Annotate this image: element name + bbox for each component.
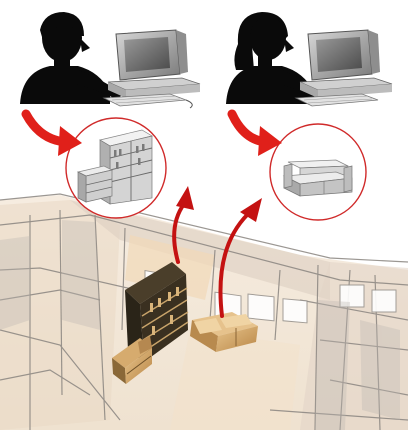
- arrow-bookshelf-placement: [172, 186, 194, 264]
- computer-1-icon: [102, 29, 201, 109]
- room-window-6: [371, 289, 397, 313]
- room-window-2: [247, 293, 275, 322]
- room-glass-1: [0, 236, 30, 330]
- arrow-sofa-placement: [218, 198, 262, 318]
- computer-2-icon: [294, 29, 393, 107]
- room-glass-4: [360, 320, 400, 420]
- selection-circle-sofa: [269, 123, 367, 221]
- selection-circle-bookshelf: [65, 117, 167, 219]
- bookshelf-cabinet-icon: [76, 129, 153, 205]
- room-frame-right-c: [329, 379, 408, 396]
- room-glass-2: [62, 220, 100, 330]
- room-window-5: [339, 284, 365, 308]
- arrow-user1-to-bookshelf: [21, 109, 82, 156]
- room-post-5: [209, 249, 216, 321]
- room-post-2: [59, 209, 63, 396]
- room-bookshelf: [112, 262, 189, 384]
- room-wall-back: [70, 200, 330, 300]
- room-post-4: [121, 227, 126, 331]
- room-3d-view: [0, 193, 408, 430]
- room-frame-right-a: [299, 299, 408, 321]
- room-glass-3: [315, 300, 350, 430]
- room-post-3: [94, 214, 106, 421]
- room-frame-right-d: [269, 409, 408, 421]
- room-frame-right-b: [319, 339, 408, 351]
- room-frame-left-a: [0, 289, 101, 301]
- user-1-short-hair-icon: [20, 12, 122, 104]
- sofa-icon: [282, 159, 353, 197]
- room-frame-top: [0, 193, 408, 263]
- room-frame-left-b: [0, 369, 91, 396]
- room-window-3: [282, 298, 308, 324]
- room-sofa: [190, 312, 258, 352]
- room-frame-front: [0, 329, 121, 421]
- room-warm-panel-2: [170, 330, 300, 430]
- arrow-user2-to-sofa: [227, 109, 282, 156]
- room-frame-mid: [0, 214, 408, 286]
- room-post-7: [314, 264, 319, 430]
- room-post-6: [274, 269, 281, 341]
